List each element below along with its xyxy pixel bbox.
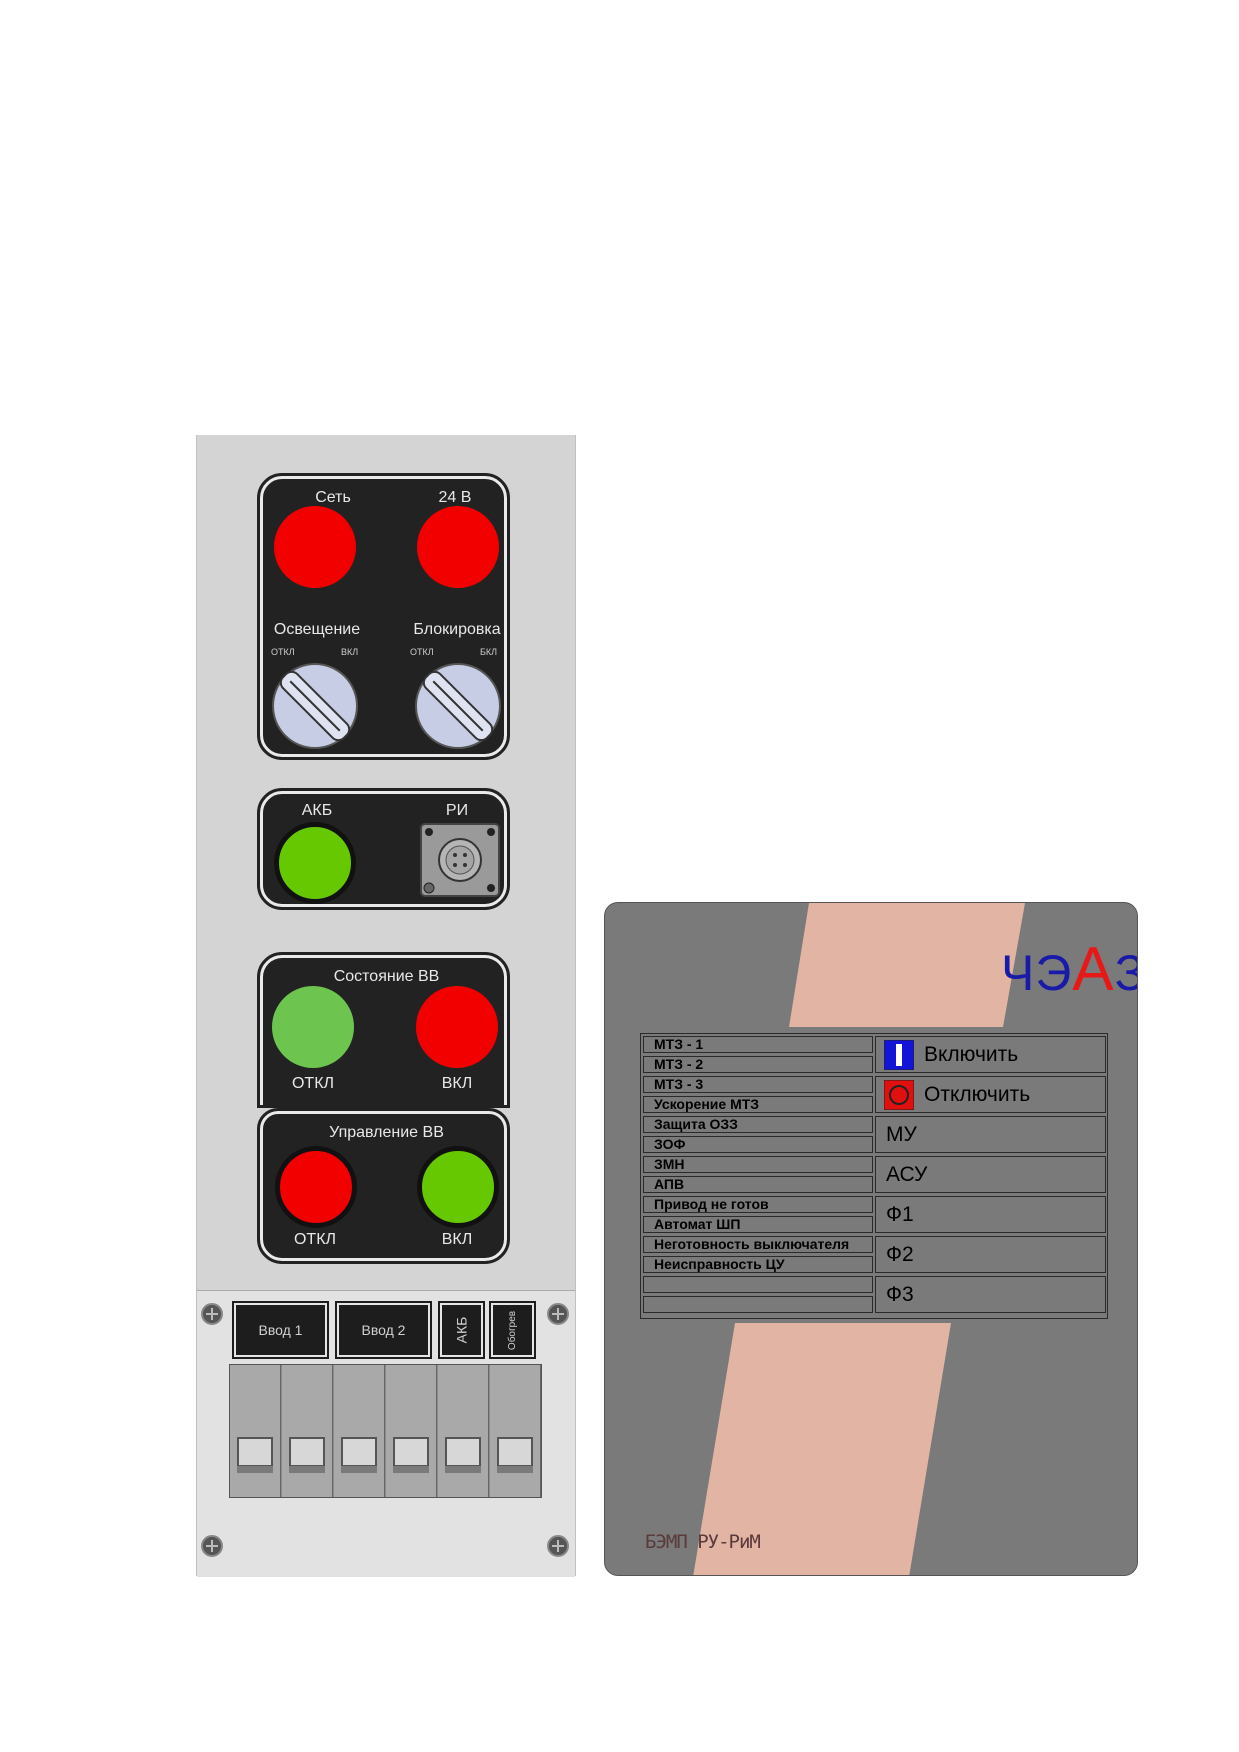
switch-label-lighting: Освещение <box>273 621 361 638</box>
relay-front-panel: ЧЭАЗ МТЗ - 1 МТЗ - 2 МТЗ - 3 Ускорение МТЗ З… <box>604 902 1138 1576</box>
indicator-row: Неготовность выключателя <box>643 1236 873 1253</box>
circuit-breaker-zone: Ввод 1 Ввод 2 АКБ Обогрев <box>197 1290 575 1577</box>
rotary-knob-icon <box>279 670 351 742</box>
lamp-label-network: Сеть <box>315 489 351 506</box>
breaker-pole[interactable] <box>386 1365 437 1497</box>
indicator-row: Ускорение МТЗ <box>643 1096 873 1113</box>
breaker-state-block: Состояние ВВ ОТКЛ ВКЛ <box>257 952 510 1108</box>
switch-off-button[interactable]: Отключить <box>875 1076 1106 1113</box>
battery-lamp <box>274 822 356 904</box>
breaker-control-title: Управление ВВ <box>329 1124 444 1141</box>
battery-lamp-label: АКБ <box>301 802 333 819</box>
indicator-row: Автомат ШП <box>643 1216 873 1233</box>
indicator-row: ЗОФ <box>643 1136 873 1153</box>
indicator-row: Привод не готов <box>643 1196 873 1213</box>
state-on-lamp <box>416 986 498 1068</box>
connector-label: РИ <box>445 802 469 819</box>
din-rail-breakers <box>229 1364 542 1498</box>
breaker-toggle[interactable] <box>341 1437 377 1473</box>
breaker-state-title: Состояние ВВ <box>333 968 440 985</box>
screw-icon <box>201 1303 223 1325</box>
decor-strip-top <box>789 903 1025 1027</box>
breaker-pole[interactable] <box>282 1365 333 1497</box>
connector-socket-icon <box>420 823 500 897</box>
heating-breaker-text: Обогрев <box>507 1310 518 1350</box>
breaker-toggle[interactable] <box>289 1437 325 1473</box>
indicator-row <box>643 1276 873 1293</box>
control-off-button[interactable] <box>275 1146 357 1228</box>
logo-part-3: З <box>1115 945 1137 1001</box>
blocking-off-label: ОТКЛ <box>410 647 434 657</box>
indicator-row: ЗМН <box>643 1156 873 1173</box>
power-off-icon <box>884 1080 914 1110</box>
breaker-pole[interactable] <box>438 1365 489 1497</box>
breaker-control-block: Управление ВВ ОТКЛ ВКЛ <box>257 1108 510 1264</box>
control-on-button[interactable] <box>417 1146 499 1228</box>
power-on-icon <box>884 1040 914 1070</box>
phase-3-button[interactable]: Ф3 <box>875 1276 1106 1313</box>
local-control-button[interactable]: МУ <box>875 1116 1106 1153</box>
switch-off-label: Отключить <box>924 1083 1031 1106</box>
decor-strip-bottom <box>693 1323 951 1575</box>
switch-on-button[interactable]: Включить <box>875 1036 1106 1073</box>
phase-2-button[interactable]: Ф2 <box>875 1236 1106 1273</box>
indicator-row: Неисправность ЦУ <box>643 1256 873 1273</box>
state-on-label: ВКЛ <box>441 1075 473 1092</box>
control-on-label: ВКЛ <box>441 1231 473 1248</box>
state-off-label: ОТКЛ <box>291 1075 335 1092</box>
blocking-on-label: БКЛ <box>480 647 498 657</box>
breaker-pole[interactable] <box>334 1365 385 1497</box>
indicator-row: АПВ <box>643 1176 873 1193</box>
signal-block: Сеть 24 В Освещение Блокировка ОТКЛ ВКЛ … <box>257 473 510 760</box>
rotary-knob-icon <box>422 670 494 742</box>
breaker-toggle[interactable] <box>393 1437 429 1473</box>
lamp-label-24v: 24 В <box>438 489 472 506</box>
control-off-label: ОТКЛ <box>293 1231 337 1248</box>
breaker-label-battery: АКБ <box>438 1301 485 1359</box>
screw-icon <box>201 1535 223 1557</box>
battery-block: АКБ РИ <box>257 788 510 910</box>
screw-icon <box>547 1535 569 1557</box>
device-model-label: БЭМП РУ-РиМ <box>645 1531 761 1553</box>
blocking-rotary-switch[interactable] <box>415 663 501 749</box>
breaker-toggle[interactable] <box>497 1437 533 1473</box>
ri-connector[interactable] <box>420 823 500 897</box>
indicator-row: МТЗ - 2 <box>643 1056 873 1073</box>
indicator-row <box>643 1296 873 1313</box>
breaker-label-input-2: Ввод 2 <box>335 1301 432 1359</box>
breaker-toggle[interactable] <box>237 1437 273 1473</box>
switch-on-label: Включить <box>924 1043 1019 1066</box>
screw-icon <box>547 1303 569 1325</box>
logo-part-2: А <box>1072 935 1115 1004</box>
state-off-lamp <box>272 986 354 1068</box>
24v-lamp <box>417 506 499 588</box>
manufacturer-logo: ЧЭАЗ <box>1001 939 1137 1001</box>
lighting-on-label: ВКЛ <box>341 647 359 657</box>
breaker-label-heating: Обогрев <box>489 1301 536 1359</box>
breaker-label-input-1: Ввод 1 <box>232 1301 329 1359</box>
lighting-rotary-switch[interactable] <box>272 663 358 749</box>
network-lamp <box>274 506 356 588</box>
breaker-pole[interactable] <box>490 1365 541 1497</box>
breaker-toggle[interactable] <box>445 1437 481 1473</box>
phase-1-button[interactable]: Ф1 <box>875 1196 1106 1233</box>
battery-breaker-text: АКБ <box>453 1316 470 1344</box>
indicator-row: МТЗ - 1 <box>643 1036 873 1053</box>
indicator-row: МТЗ - 3 <box>643 1076 873 1093</box>
switch-label-blocking: Блокировка <box>413 621 501 638</box>
indicator-row: Защита ОЗЗ <box>643 1116 873 1133</box>
control-cabinet-panel: Сеть 24 В Освещение Блокировка ОТКЛ ВКЛ … <box>196 435 576 1577</box>
breaker-pole[interactable] <box>230 1365 281 1497</box>
asu-control-button[interactable]: АСУ <box>875 1156 1106 1193</box>
lighting-off-label: ОТКЛ <box>271 647 295 657</box>
indicator-table: МТЗ - 1 МТЗ - 2 МТЗ - 3 Ускорение МТЗ Защита… <box>640 1033 1108 1319</box>
logo-part-1: ЧЭ <box>1001 945 1073 1001</box>
